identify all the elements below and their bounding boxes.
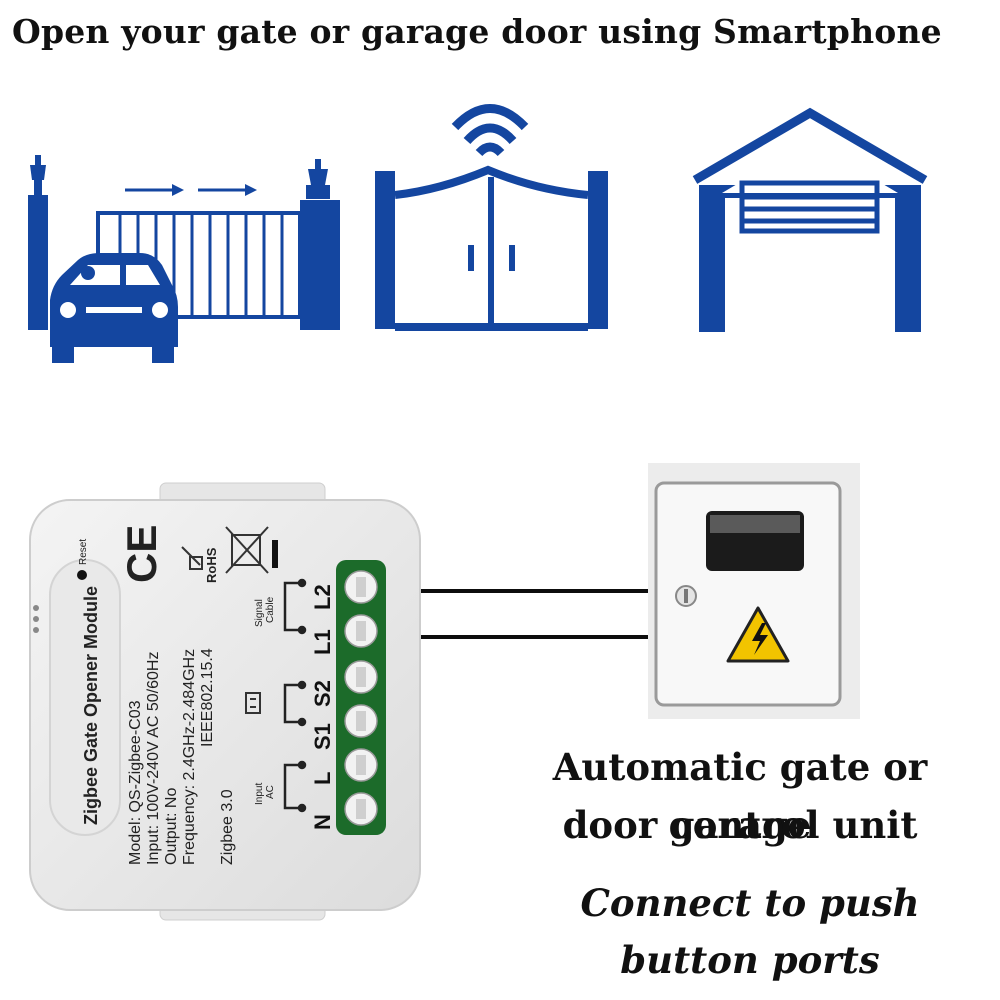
module-name: Zigbee Gate Opener Module <box>81 586 101 825</box>
caption-main-line-2: door control unit <box>562 803 918 847</box>
spec-line-4: Frequency: 2.4GHz-2.484GHz <box>181 649 198 865</box>
input-ac-label: InputAC <box>254 783 276 805</box>
switch-symbol-icon <box>245 692 261 714</box>
caption-main-line-1: Automatic gate or garage <box>552 745 928 847</box>
wire-top <box>420 589 652 593</box>
spec-line-2: Input: 100V-240V AC 50/60Hz <box>145 652 162 865</box>
sliding-gate-with-car-icon <box>28 155 340 363</box>
wire-bottom <box>420 635 652 639</box>
signal-cable-label: SignalCable <box>254 596 276 627</box>
rohs-label: RoHS <box>204 547 219 583</box>
high-voltage-warning-icon <box>726 606 790 663</box>
terminal-label-s1: S1 <box>310 723 335 750</box>
ce-mark: CE <box>118 525 165 583</box>
gate-opener-module: Reset Zigbee Gate Opener Module Model: Q… <box>29 482 421 921</box>
headline: Open your gate or garage door using Smar… <box>12 12 942 51</box>
caption-sub-line-2: button ports <box>620 938 880 982</box>
spec-line-3: Output: No <box>163 788 180 865</box>
reset-label: Reset <box>78 539 89 565</box>
terminal-block <box>336 560 386 835</box>
spec-line-1: Model: QS-Zigbee-C03 <box>127 700 144 865</box>
protocol-label: Zigbee 3.0 <box>219 789 236 865</box>
caption-sub-line-1: Connect to push <box>580 881 920 925</box>
weee-bin-icon <box>225 526 278 574</box>
illustrations-row <box>28 104 928 363</box>
terminal-label-n: N <box>310 814 335 830</box>
reset-dot <box>77 570 87 580</box>
swing-gate-wifi-icon <box>375 104 608 331</box>
terminal-label-l: L <box>310 772 335 785</box>
garage-door-icon <box>692 107 928 332</box>
spec-line-5: IEEE802.15.4 <box>199 648 216 747</box>
terminal-label-s2: S2 <box>310 680 335 707</box>
hand-icon <box>181 546 203 570</box>
terminal-label-l1: L1 <box>310 629 335 655</box>
terminal-label-l2: L2 <box>310 584 335 610</box>
gate-control-unit-box <box>648 463 860 719</box>
